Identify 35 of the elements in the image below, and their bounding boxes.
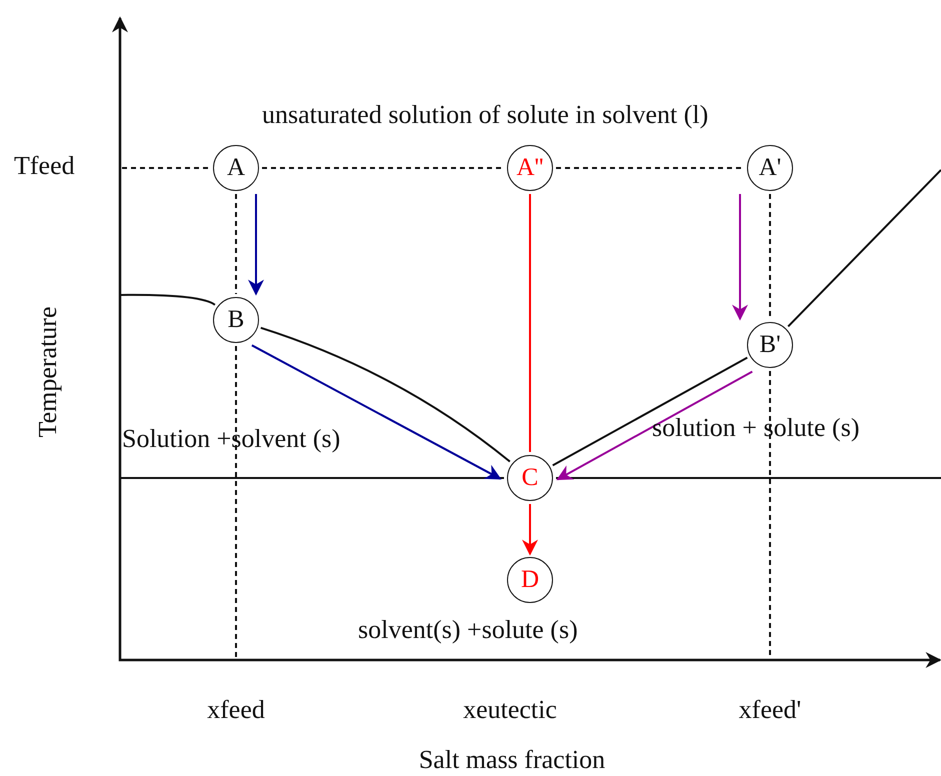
- dashed-line: [262, 167, 504, 169]
- state-point-circle: B': [747, 322, 793, 368]
- line: [556, 477, 941, 479]
- state-point-circle: A: [213, 145, 259, 191]
- state-point-circle: A': [747, 145, 793, 191]
- state-point-circle: B: [213, 297, 259, 343]
- line: [120, 477, 504, 479]
- arrow: [248, 194, 264, 296]
- axis-tick-label: Tfeed: [14, 151, 75, 181]
- state-point-circle: A'': [507, 145, 553, 191]
- arrow: [556, 370, 753, 480]
- axis-tick-label: xeutectic: [463, 695, 557, 725]
- axis-title: Salt mass fraction: [418, 745, 606, 775]
- axis-title: Temperature: [33, 306, 63, 438]
- region-label: solution + solute (s): [652, 413, 860, 443]
- dashed-line: [235, 194, 237, 294]
- line: [529, 194, 531, 452]
- region-label: Solution +solvent (s): [122, 424, 340, 454]
- arrow: [251, 344, 502, 480]
- curve-line: [120, 294, 216, 306]
- dashed-line: [235, 346, 237, 659]
- region-label: unsaturated solution of solute in solvent (l): [262, 100, 708, 130]
- dashed-line: [769, 194, 771, 319]
- arrow: [522, 504, 538, 556]
- dashed-line: [556, 167, 744, 169]
- region-label: solvent(s) +solute (s): [358, 615, 578, 645]
- curve-line: [260, 326, 510, 462]
- axis-tick-label: xfeed: [207, 695, 265, 725]
- line: [787, 169, 941, 328]
- state-point-circle: C: [507, 455, 553, 501]
- arrow: [732, 194, 748, 321]
- axis-tick-label: xfeed': [738, 695, 802, 725]
- line: [552, 356, 748, 466]
- state-point-circle: D: [507, 557, 553, 603]
- dashed-line: [122, 167, 210, 169]
